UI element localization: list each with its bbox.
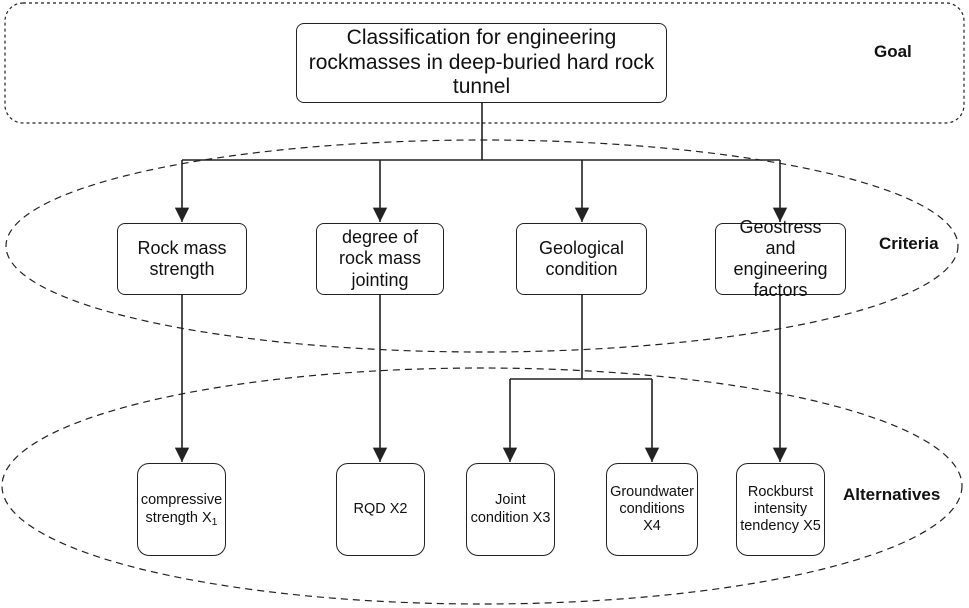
goal-region-frame [4,2,965,124]
alternative-text: Joint condition X3 [470,492,551,526]
alternative-text: Rockburst intensity tendency X5 [740,483,821,535]
alternative-text: compressive strength X1 [140,492,223,528]
criterion-text: Geostress and engineering factors [733,216,828,301]
alternative-node-joint-condition: Joint condition X3 [466,463,555,556]
criteria-alternative-connectors [174,295,788,462]
alternative-subscript: 1 [211,516,218,528]
level-label-goal: Goal [874,42,912,61]
alternative-node-rockburst: Rockburst intensity tendency X5 [736,463,825,556]
alternative-node-rqd: RQD X2 [336,463,425,556]
alternative-node-compressive-strength: compressive strength X1 [137,463,226,556]
alternative-node-groundwater: Groundwater conditions X4 [606,463,698,556]
alternatives-region-ellipse [1,367,963,605]
criterion-text: degree of rock mass jointing [338,227,421,290]
goal-criteria-connectors [174,103,788,222]
level-label-criteria: Criteria [879,234,939,253]
alternative-text: RQD X2 [353,500,408,517]
criterion-node-jointing: degree of rock mass jointing [316,223,444,295]
alternative-text: Groundwater conditions X4 [610,483,694,535]
criterion-node-rock-mass-strength: Rock mass strength [117,223,247,295]
criterion-node-geostress: Geostress and engineering factors [715,217,846,300]
goal-node-text: Classification for engineering rockmasse… [308,25,655,99]
criterion-text: Rock mass strength [137,237,227,279]
criterion-text: Geological condition [538,237,625,279]
level-label-alternatives: Alternatives [843,485,941,504]
criterion-node-geological-condition: Geological condition [516,223,647,295]
goal-node: Classification for engineering rockmasse… [296,23,667,103]
